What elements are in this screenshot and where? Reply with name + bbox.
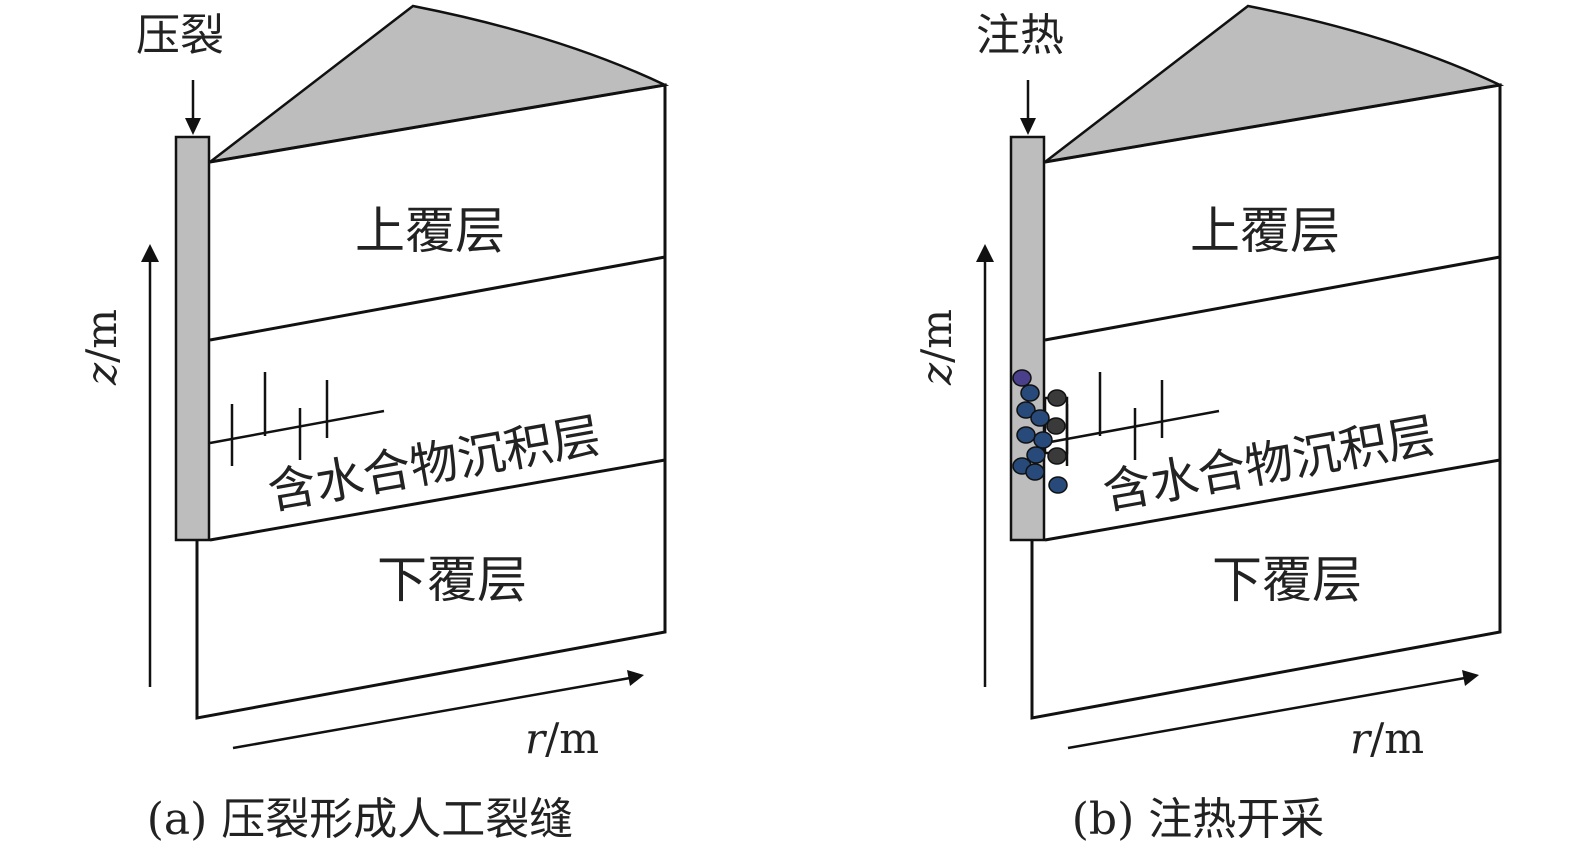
r-arrowhead-a bbox=[627, 670, 644, 686]
r-axis-b bbox=[1067, 676, 1466, 750]
z-axis-label-a: z/m bbox=[77, 309, 126, 386]
layer-upper-label-a: 上覆层 bbox=[355, 202, 505, 260]
layer-upper-label-b: 上覆层 bbox=[1190, 202, 1340, 260]
caption-a: (a) 压裂形成人工裂缝 bbox=[147, 794, 574, 845]
top-label-a: 压裂 bbox=[136, 10, 224, 61]
gas-bubbles bbox=[1012, 369, 1068, 494]
cap-wedge-a bbox=[209, 4, 670, 164]
fracture-lines-a bbox=[209, 372, 385, 466]
layer-boundary-upper-a bbox=[209, 255, 666, 342]
layer-boundary-lower-b bbox=[1044, 458, 1501, 542]
r-axis-label-a: r/m bbox=[525, 714, 599, 763]
layer-lower-label-a: 下覆层 bbox=[377, 551, 527, 609]
down-arrowhead-b bbox=[1020, 118, 1036, 135]
block-outline-b bbox=[1030, 83, 1502, 720]
panel-b: 注热 上覆层 含水合物沉积层 下覆层 z/m r/m (b) 注热开采 bbox=[912, 4, 1505, 845]
r-axis-label-b: r/m bbox=[1350, 714, 1424, 763]
r-arrowhead-b bbox=[1462, 670, 1479, 686]
panel-a: 压裂 上覆层 含水合物沉积层 下覆层 z/m r/m (a) 压裂形成人工裂缝 bbox=[77, 4, 670, 845]
layer-boundary-lower-a bbox=[209, 458, 666, 542]
layer-boundary-upper-b bbox=[1044, 255, 1501, 342]
z-arrowhead-b bbox=[976, 244, 994, 262]
block-outline-a bbox=[195, 83, 667, 720]
z-arrowhead-a bbox=[141, 244, 159, 262]
top-label-b: 注热 bbox=[976, 10, 1064, 61]
caption-b: (b) 注热开采 bbox=[1072, 794, 1324, 845]
layer-lower-label-b: 下覆层 bbox=[1212, 551, 1362, 609]
down-arrowhead-a bbox=[185, 118, 201, 135]
z-axis-label-b: z/m bbox=[912, 309, 961, 386]
wellbore-a bbox=[174, 135, 211, 542]
cap-wedge-b bbox=[1044, 4, 1505, 164]
r-axis-a bbox=[232, 676, 631, 750]
